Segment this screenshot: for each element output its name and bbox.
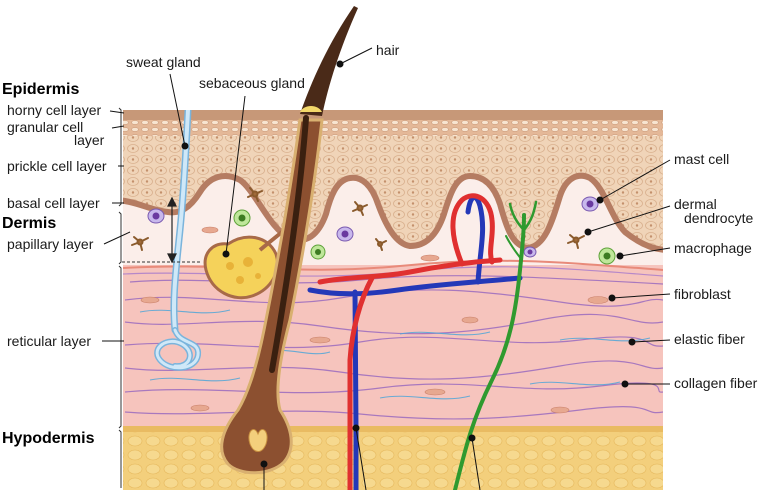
label-papillary-layer: papillary layer [7,237,93,252]
label-elastic-fiber: elastic fiber [674,332,745,347]
label-sebaceous-gland: sebaceous gland [199,76,305,91]
label-horny-cell-layer: horny cell layer [7,103,101,118]
hypodermis-region [123,428,663,490]
label-prickle-cell-layer: prickle cell layer [7,159,107,174]
label-fibroblast: fibroblast [674,287,731,302]
label-hair: hair [376,43,399,58]
label-mast-cell: mast cell [674,152,729,167]
label-macrophage: macrophage [674,241,752,256]
label-basal-cell-layer: basal cell layer [7,196,100,211]
label-reticular-layer: reticular layer [7,334,91,349]
header-epidermis: Epidermis [2,81,79,99]
header-dermis: Dermis [2,215,56,233]
label-dermal-dendrocyte-line2: dendrocyte [684,211,753,226]
label-sweat-gland: sweat gland [126,55,201,70]
header-hypodermis: Hypodermis [2,430,94,448]
hair-shaft [300,6,358,116]
label-granular-cell-line2: layer [74,133,104,148]
label-collagen-fiber: collagen fiber [674,376,757,391]
granular-layer [118,120,668,136]
layer-brackets [119,108,121,488]
horny-layer [118,110,668,120]
label-granular-cell-line1: granular cell [7,120,83,135]
